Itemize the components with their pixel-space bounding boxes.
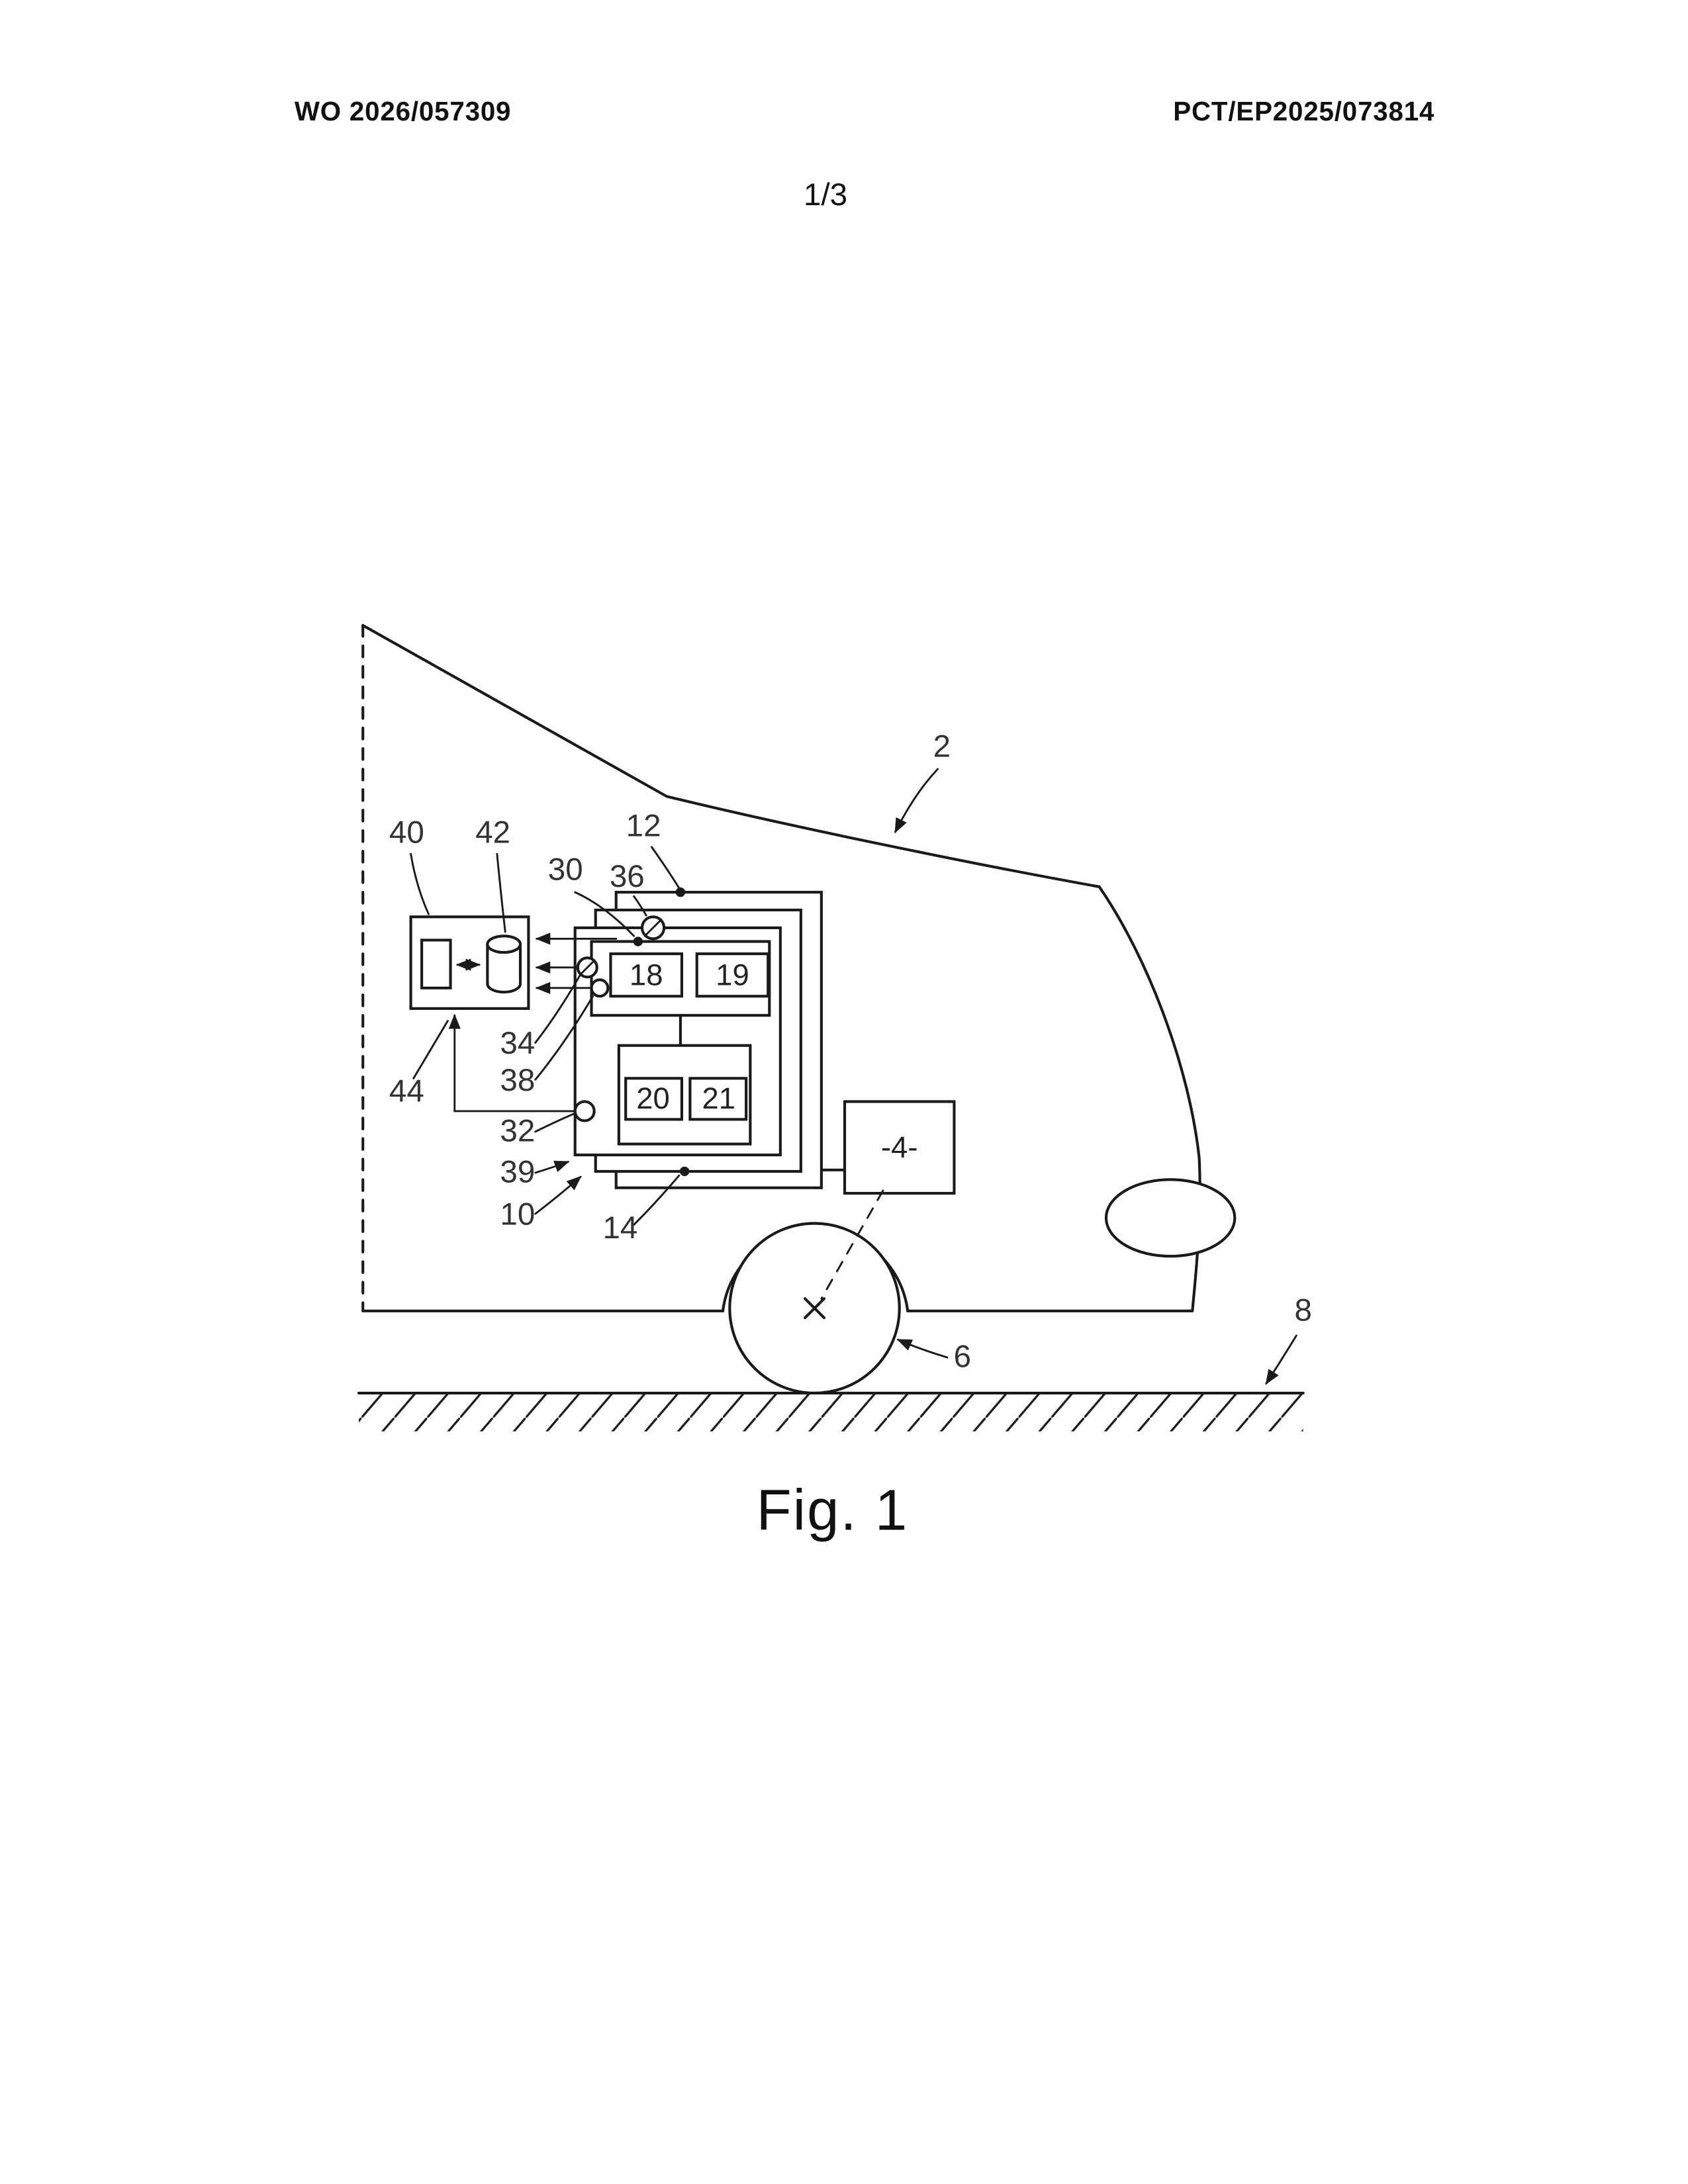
ref-label-32: 32 — [500, 1113, 535, 1148]
sheet-number: 1/3 — [804, 177, 847, 212]
component-box-18 — [609, 952, 684, 998]
ref-label-42: 42 — [475, 815, 510, 850]
ref-label-2: 2 — [933, 729, 951, 764]
ref-label-8: 8 — [1294, 1293, 1311, 1328]
leader-lines — [410, 768, 1297, 1385]
component-box-4 — [843, 1100, 956, 1195]
sensor-circle-38 — [590, 978, 610, 998]
ground-hatching — [359, 1392, 1303, 1432]
ref-label-36: 36 — [610, 859, 645, 894]
publication-number: WO 2026/057309 — [295, 97, 511, 126]
component-label-21: 21 — [702, 1081, 736, 1115]
ref-label-40: 40 — [389, 815, 424, 850]
leader-10 — [534, 1175, 582, 1215]
ref-label-39: 39 — [500, 1154, 535, 1189]
ref-label-12: 12 — [626, 808, 661, 843]
ref-label-44: 44 — [389, 1073, 424, 1109]
wheel-center-mark — [804, 1297, 826, 1320]
processor-block — [420, 938, 452, 989]
junction-dot-30 — [633, 936, 643, 946]
leader-40 — [410, 852, 430, 915]
sensor-34-mark — [581, 960, 596, 974]
leader-36 — [633, 895, 647, 917]
leader-38 — [534, 995, 594, 1081]
vehicle-windshield-line — [1098, 885, 1201, 1312]
component-label-18: 18 — [630, 958, 663, 992]
signal-arrows — [448, 933, 618, 1113]
figure-caption: Fig. 1 — [757, 1479, 909, 1543]
ground — [357, 1391, 1305, 1432]
leader-34 — [534, 973, 582, 1044]
ref-label-30: 30 — [548, 852, 583, 887]
ref-label-38: 38 — [500, 1063, 535, 1098]
sensor-36-mark — [643, 919, 663, 937]
reference-numerals: 40 42 12 30 36 34 38 32 39 10 14 44 2 6 … — [389, 729, 1312, 1374]
ref-label-10: 10 — [500, 1197, 535, 1232]
ref-label-14: 14 — [602, 1210, 637, 1246]
control-unit-40 — [409, 915, 530, 1010]
sensor-circle-32 — [573, 1100, 596, 1122]
component-label-20: 20 — [636, 1081, 670, 1115]
leader-12 — [651, 846, 680, 889]
leader-8 — [1265, 1334, 1297, 1385]
cylinder-body — [486, 942, 522, 994]
component-label-19: 19 — [716, 958, 749, 992]
control-system-diagram: 18 19 20 21 -4- — [573, 891, 956, 1300]
component-box-20 — [624, 1077, 684, 1121]
leader-6 — [896, 1338, 949, 1359]
sensor-symbols — [573, 915, 666, 1122]
vehicle-outline — [361, 623, 1237, 1312]
ref-label-6: 6 — [954, 1340, 971, 1375]
junction-dot-12 — [675, 887, 686, 897]
leader-2 — [894, 768, 939, 834]
leader-30 — [574, 891, 635, 937]
junction-dot-14 — [679, 1166, 690, 1177]
application-number: PCT/EP2025/073814 — [1173, 97, 1434, 126]
vehicle-hood-line — [361, 623, 1101, 888]
memory-cylinder-42 — [486, 934, 522, 994]
leader-39 — [534, 1160, 570, 1174]
feedback-arrow-44 — [448, 1013, 577, 1113]
leader-44 — [412, 1020, 449, 1079]
cylinder-top — [486, 934, 522, 954]
vehicle-side-detail — [1104, 1178, 1237, 1258]
leader-32 — [534, 1113, 575, 1133]
component-box-19 — [695, 952, 770, 998]
component-label-4: -4- — [881, 1130, 918, 1164]
wheel — [728, 1222, 901, 1394]
box-4-wheel-dashed-link — [820, 1189, 884, 1300]
component-box-21 — [688, 1077, 748, 1121]
ref-label-34: 34 — [500, 1026, 535, 1061]
leader-42 — [496, 852, 506, 933]
leader-14 — [633, 1174, 680, 1226]
